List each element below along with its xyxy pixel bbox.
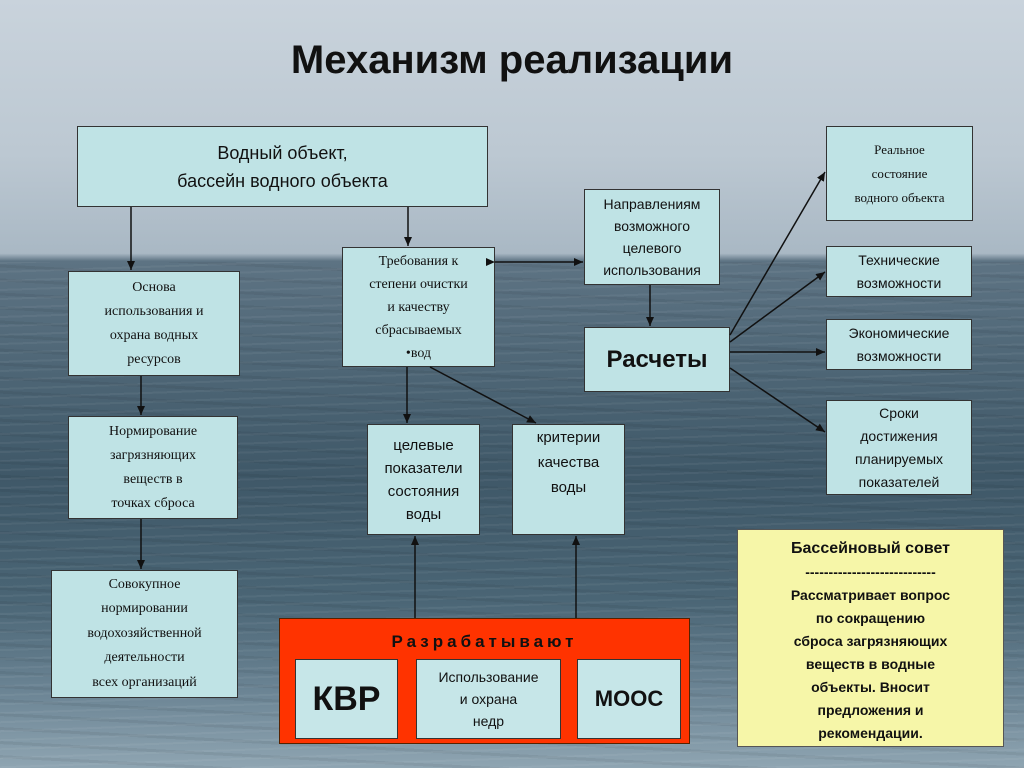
box-trebovaniya-line-2: степени очистки bbox=[369, 276, 468, 292]
arrow-raschety-to-tehnicheskie bbox=[729, 271, 826, 343]
box-ekonomicheskie-line-2: возможности bbox=[856, 347, 942, 364]
basin-council-line-6: предложения и bbox=[817, 702, 924, 718]
box-vodny-obekt-line-2: бассейн водного объекта bbox=[177, 170, 388, 191]
box-sroki-line-2: достижения bbox=[860, 427, 938, 444]
basin-council-divider: ---------------------------- bbox=[805, 564, 936, 580]
basin-council-heading: Бассейновый совет bbox=[791, 540, 950, 557]
basin-council-line-3: сброса загрязняющих bbox=[793, 633, 948, 649]
box-nedra-line-1: Использование bbox=[438, 669, 539, 685]
box-napravleniyam-line-2: возможного bbox=[613, 218, 691, 234]
box-sroki-line-1: Сроки bbox=[879, 404, 919, 421]
box-normirovanie-line-2: загрязняющих bbox=[109, 447, 197, 463]
box-realnoe-line-3: водного объекта bbox=[854, 189, 945, 205]
box-kvr-label: КВР bbox=[312, 679, 381, 718]
box-osnova-line-4: ресурсов bbox=[127, 351, 181, 367]
box-celevye-line-1: целевые bbox=[393, 436, 454, 454]
box-sroki-line-4: показателей bbox=[858, 473, 940, 490]
box-sovokupnoe-line-3: водохозяйственной bbox=[87, 625, 202, 641]
box-sovokupnoe-line-5: всех организаций bbox=[92, 674, 197, 690]
box-osnova-line-2: использования и bbox=[104, 303, 204, 319]
basin-council-line-5: объекты. Вносит bbox=[811, 679, 930, 695]
box-napravleniyam: Направлениям возможного целевого использ… bbox=[584, 189, 720, 285]
box-nedra: Использование и охрана недр bbox=[416, 659, 561, 739]
box-tehnicheskie: Технические возможности bbox=[826, 246, 972, 297]
box-vodny-obekt: Водный объект, бассейн водного объекта bbox=[77, 126, 488, 207]
box-moos-label: МООС bbox=[594, 686, 664, 711]
basin-council-box: Бассейновый совет ----------------------… bbox=[737, 529, 1004, 747]
box-kvr: КВР bbox=[295, 659, 398, 739]
box-osnova-line-1: Основа bbox=[132, 279, 176, 295]
box-sovokupnoe-line-2: нормировании bbox=[101, 601, 188, 617]
box-raschety-label: Расчеты bbox=[606, 345, 708, 373]
box-normirovanie-line-4: точках сброса bbox=[111, 495, 195, 511]
box-napravleniyam-line-3: целевого bbox=[622, 240, 682, 256]
box-vodny-obekt-line-1: Водный объект, bbox=[217, 142, 348, 163]
arrow-raschety-to-sroki bbox=[729, 367, 826, 433]
box-kriterii-line-1: критерии bbox=[536, 429, 601, 446]
box-trebovaniya-line-4: сбрасываемых bbox=[375, 322, 462, 338]
box-realnoe: Реальное состояние водного объекта bbox=[826, 126, 973, 221]
box-trebovaniya-line-1: Требования к bbox=[378, 253, 459, 269]
box-normirovanie-line-1: Нормирование bbox=[108, 423, 198, 439]
basin-council-text: Рассматривает вопрос по сокращению сброс… bbox=[738, 584, 1003, 745]
page-title: Механизм реализации bbox=[290, 38, 734, 82]
box-celevye-line-2: показатели bbox=[384, 459, 463, 477]
basin-council-line-2: по сокращению bbox=[815, 610, 926, 626]
box-napravleniyam-line-4: использования bbox=[603, 262, 701, 278]
box-moos: МООС bbox=[577, 659, 681, 739]
box-tehnicheskie-line-2: возможности bbox=[856, 274, 942, 291]
box-trebovaniya-line-5: •вод bbox=[405, 345, 432, 361]
box-osnova-line-3: охрана водных bbox=[109, 327, 199, 343]
basin-council-line-1: Рассматривает вопрос bbox=[790, 587, 951, 603]
box-kriterii-line-2: качества bbox=[537, 454, 600, 471]
developers-caption: Разрабатывают bbox=[391, 632, 578, 651]
box-normirovanie-line-3: веществ в bbox=[123, 471, 183, 487]
basin-council-line-7: рекомендации. bbox=[818, 725, 923, 741]
box-tehnicheskie-line-1: Технические bbox=[858, 251, 940, 268]
box-kriterii-line-3: воды bbox=[550, 479, 587, 496]
box-realnoe-line-2: состояние bbox=[871, 165, 928, 181]
box-osnova: Основа использования и охрана водных рес… bbox=[68, 271, 240, 376]
box-normirovanie: Нормирование загрязняющих веществ в точк… bbox=[68, 416, 238, 519]
box-sovokupnoe-line-1: Совокупное bbox=[108, 576, 181, 592]
box-ekonomicheskie: Экономические возможности bbox=[826, 319, 972, 370]
box-napravleniyam-line-1: Направлениям bbox=[603, 196, 701, 212]
box-ekonomicheskie-line-1: Экономические bbox=[848, 324, 950, 341]
box-kriterii: критерии качества воды bbox=[512, 424, 625, 535]
box-sovokupnoe: Совокупное нормировании водохозяйственно… bbox=[51, 570, 238, 698]
box-nedra-line-2: и охрана bbox=[459, 691, 518, 707]
box-celevye-line-3: состояния bbox=[387, 482, 460, 500]
box-sroki-line-3: планируемых bbox=[854, 450, 944, 467]
box-trebovaniya-line-3: и качеству bbox=[387, 299, 450, 315]
developers-panel: Разрабатывают КВР Использование и охрана… bbox=[279, 618, 690, 744]
box-celevye-line-4: воды bbox=[405, 505, 442, 523]
box-sroki: Сроки достижения планируемых показателей bbox=[826, 400, 972, 495]
box-trebovaniya: Требования к степени очистки и качеству … bbox=[342, 247, 495, 367]
box-celevye: целевые показатели состояния воды bbox=[367, 424, 480, 535]
box-raschety: Расчеты bbox=[584, 327, 730, 392]
box-nedra-line-3: недр bbox=[472, 713, 505, 729]
arrow-trebovaniya-to-kriterii bbox=[429, 366, 537, 424]
box-realnoe-line-1: Реальное bbox=[874, 141, 925, 157]
box-sovokupnoe-line-4: деятельности bbox=[104, 650, 185, 666]
basin-council-line-4: веществ в водные bbox=[805, 656, 936, 672]
arrow-raschety-to-realnoe bbox=[729, 171, 826, 336]
